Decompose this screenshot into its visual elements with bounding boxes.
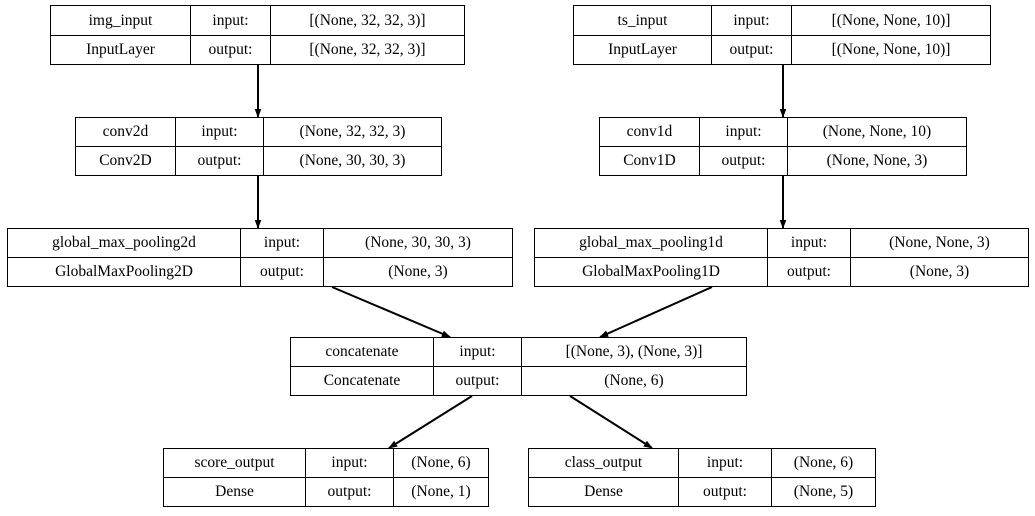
node-score_output-input-shape: (None, 6)	[411, 454, 471, 472]
node-class_output-input-label: input:	[679, 449, 772, 477]
node-global_max_pooling2d-class: GlobalMaxPooling2D	[8, 258, 241, 286]
node-global_max_pooling2d-input-label: input:	[241, 229, 324, 257]
node-score_output[interactable]: score_output input: (None, 6) Dense outp…	[163, 448, 489, 507]
node-concatenate[interactable]: concatenate input: [(None, 3), (None, 3)…	[290, 337, 747, 396]
node-global_max_pooling2d-input-row: global_max_pooling2d input: (None, 30, 3…	[8, 229, 512, 258]
edge-global_max_pooling2d-concatenate	[331, 286, 451, 338]
node-ts_input-output-shape: [(None, None, 10)]	[831, 41, 951, 58]
node-class_output-title: class_output	[529, 449, 679, 477]
node-conv2d-class: Conv2D	[76, 147, 176, 175]
node-conv1d[interactable]: conv1d input: (None, None, 10) Conv1D ou…	[599, 117, 967, 176]
node-score_output-input-row: score_output input: (None, 6)	[164, 449, 488, 478]
node-conv1d-output-label: output:	[700, 147, 788, 175]
node-conv2d-input-shape: (None, 32, 32, 3)	[299, 123, 406, 141]
node-global_max_pooling2d-output-shape: (None, 3)	[388, 263, 448, 281]
node-conv1d-input-row: conv1d input: (None, None, 10)	[600, 118, 966, 147]
node-global_max_pooling1d-input-label: input:	[768, 229, 851, 257]
node-concatenate-class: Concatenate	[291, 367, 434, 395]
node-score_output-output-label: output:	[306, 478, 394, 506]
node-global_max_pooling1d[interactable]: global_max_pooling1d input: (None, None,…	[534, 228, 1029, 287]
node-score_output-output-row: Dense output: (None, 1)	[164, 478, 488, 506]
node-img_input-output-shape: [(None, 32, 32, 3)]	[309, 41, 426, 58]
node-global_max_pooling1d-class: GlobalMaxPooling1D	[535, 258, 768, 286]
edge-concatenate-score_output	[388, 395, 473, 449]
node-conv1d-output-row: Conv1D output: (None, None, 3)	[600, 147, 966, 175]
node-concatenate-output-shape: (None, 6)	[604, 372, 664, 390]
node-img_input-input-shape: [(None, 32, 32, 3)]	[309, 11, 426, 29]
node-conv1d-input-shape: (None, None, 10)	[822, 123, 932, 141]
node-global_max_pooling1d-output-shape: (None, 3)	[909, 263, 970, 281]
node-ts_input-output-row: InputLayer output: [(None, None, 10)]	[574, 35, 990, 64]
node-img_input[interactable]: img_input input: [(None, 32, 32, 3)] Inp…	[50, 5, 465, 65]
node-score_output-input-label: input:	[306, 449, 394, 477]
node-conv2d-output-row: Conv2D output: (None, 30, 30, 3)	[76, 147, 441, 175]
node-class_output-output-shape: (None, 5)	[793, 483, 854, 501]
node-concatenate-title: concatenate	[291, 338, 434, 366]
node-class_output-input-row: class_output input: (None, 6)	[529, 449, 875, 478]
node-conv2d-input-label: input:	[176, 118, 264, 146]
node-concatenate-output-label: output:	[434, 367, 522, 395]
node-global_max_pooling1d-input-shape: (None, None, 3)	[889, 234, 990, 252]
node-img_input-input-row: img_input input: [(None, 32, 32, 3)]	[51, 6, 464, 36]
node-score_output-class: Dense	[164, 478, 306, 506]
node-conv2d-input-row: conv2d input: (None, 32, 32, 3)	[76, 118, 441, 147]
node-class_output-class: Dense	[529, 478, 679, 506]
node-class_output-output-row: Dense output: (None, 5)	[529, 478, 875, 506]
node-img_input-output-label: output:	[191, 35, 271, 64]
node-img_input-output-row: InputLayer output: [(None, 32, 32, 3)]	[51, 35, 464, 64]
node-score_output-title: score_output	[164, 449, 306, 477]
node-ts_input-input-shape: [(None, None, 10)]	[831, 11, 951, 29]
node-global_max_pooling1d-title: global_max_pooling1d	[535, 229, 768, 257]
node-img_input-input-label: input:	[191, 6, 271, 35]
edge-concatenate-class_output	[569, 395, 653, 449]
node-global_max_pooling2d-input-shape: (None, 30, 30, 3)	[365, 234, 471, 252]
node-class_output-input-shape: (None, 6)	[793, 454, 854, 472]
node-conv2d-output-label: output:	[176, 147, 264, 175]
node-global_max_pooling2d-output-row: GlobalMaxPooling2D output: (None, 3)	[8, 258, 512, 286]
node-conv1d-input-label: input:	[700, 118, 788, 146]
node-conv1d-output-shape: (None, None, 3)	[826, 152, 928, 170]
node-concatenate-input-row: concatenate input: [(None, 3), (None, 3)…	[291, 338, 746, 367]
node-ts_input-output-label: output:	[712, 35, 792, 64]
node-global_max_pooling2d-title: global_max_pooling2d	[8, 229, 241, 257]
node-ts_input-input-row: ts_input input: [(None, None, 10)]	[574, 6, 990, 36]
node-ts_input-input-label: input:	[712, 6, 792, 35]
node-class_output-output-label: output:	[679, 478, 772, 506]
edge-global_max_pooling1d-concatenate	[599, 286, 713, 338]
node-class_output[interactable]: class_output input: (None, 6) Dense outp…	[528, 448, 876, 507]
node-global_max_pooling1d-output-label: output:	[768, 258, 851, 286]
node-global_max_pooling1d-output-row: GlobalMaxPooling1D output: (None, 3)	[535, 258, 1028, 286]
node-ts_input-title: ts_input	[574, 6, 712, 35]
node-conv2d-title: conv2d	[76, 118, 176, 146]
node-global_max_pooling2d-output-label: output:	[241, 258, 324, 286]
node-concatenate-input-shape: [(None, 3), (None, 3)]	[565, 343, 703, 361]
node-conv2d[interactable]: conv2d input: (None, 32, 32, 3) Conv2D o…	[75, 117, 442, 176]
node-img_input-title: img_input	[51, 6, 191, 35]
node-concatenate-input-label: input:	[434, 338, 522, 366]
node-ts_input-class: InputLayer	[574, 35, 712, 64]
node-conv1d-title: conv1d	[600, 118, 700, 146]
node-global_max_pooling2d[interactable]: global_max_pooling2d input: (None, 30, 3…	[7, 228, 513, 287]
node-score_output-output-shape: (None, 1)	[411, 483, 471, 501]
node-global_max_pooling1d-input-row: global_max_pooling1d input: (None, None,…	[535, 229, 1028, 258]
node-img_input-class: InputLayer	[51, 35, 191, 64]
node-conv2d-output-shape: (None, 30, 30, 3)	[299, 152, 406, 170]
node-ts_input[interactable]: ts_input input: [(None, None, 10)] Input…	[573, 5, 991, 65]
node-conv1d-class: Conv1D	[600, 147, 700, 175]
node-concatenate-output-row: Concatenate output: (None, 6)	[291, 367, 746, 395]
